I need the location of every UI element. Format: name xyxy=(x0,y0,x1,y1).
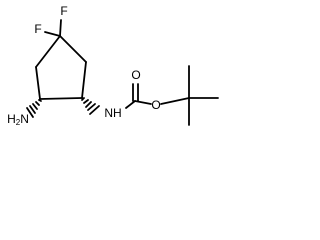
ring-bond-c2-c1 xyxy=(39,97,83,100)
ring-bond-c4-c3 xyxy=(35,35,61,68)
amino-h: H xyxy=(7,112,16,126)
chemical-structure-diagram: F F H2N NH O O xyxy=(7,4,219,127)
bond-c4-f-top xyxy=(59,19,62,37)
bond-o-tbutyl-c xyxy=(160,97,190,105)
carbonyl-oxygen-label: O xyxy=(131,68,140,82)
bond-c-ester-o xyxy=(134,100,152,105)
fluorine-left-label: F xyxy=(34,22,41,36)
amino-n: N xyxy=(20,112,29,126)
hashed-wedge-c1-nh xyxy=(81,97,100,115)
bond-c4-f-left xyxy=(44,31,61,37)
hashed-wedge-c2-amino xyxy=(26,99,42,118)
ring-bond-c4-c5 xyxy=(59,35,87,63)
ester-oxygen-label: O xyxy=(151,98,160,112)
ring-bond-c3-c2 xyxy=(35,66,41,100)
ring-bond-c5-c1 xyxy=(81,61,87,99)
amino-h-count: 2 xyxy=(16,118,21,127)
nh-label: NH xyxy=(104,106,121,120)
amino-group-label: H2N xyxy=(7,112,29,127)
bond-nh-carbonyl-c xyxy=(125,100,136,109)
fluorine-top-label: F xyxy=(60,4,67,18)
